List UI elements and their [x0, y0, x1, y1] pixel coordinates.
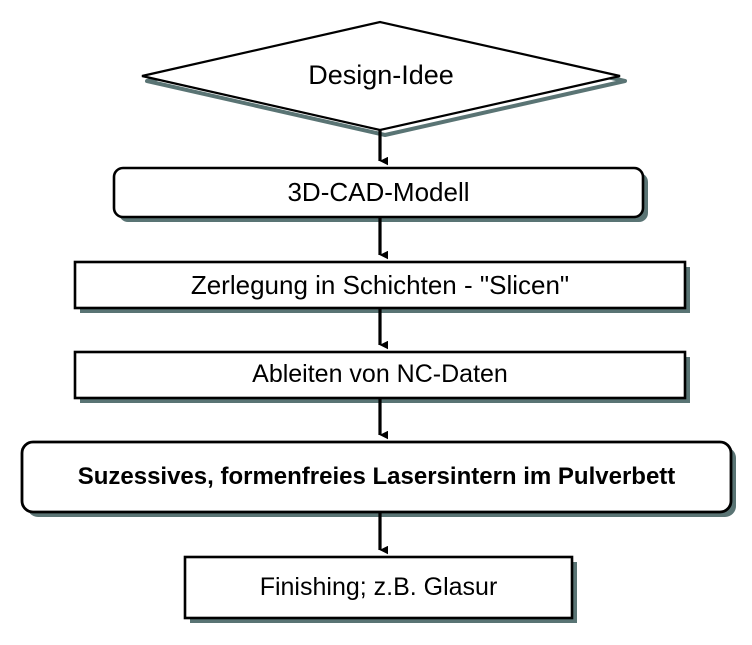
node-shape-cad-modell[interactable] — [112, 166, 645, 219]
node-shapes — [20, 20, 733, 620]
node-shape-lasersintern[interactable] — [20, 440, 733, 514]
node-shape-design-idee[interactable] — [141, 20, 621, 132]
node-shape-slicen[interactable] — [73, 260, 687, 310]
node-shape-nc-daten[interactable] — [73, 350, 687, 400]
node-shape-finishing[interactable] — [183, 555, 574, 620]
